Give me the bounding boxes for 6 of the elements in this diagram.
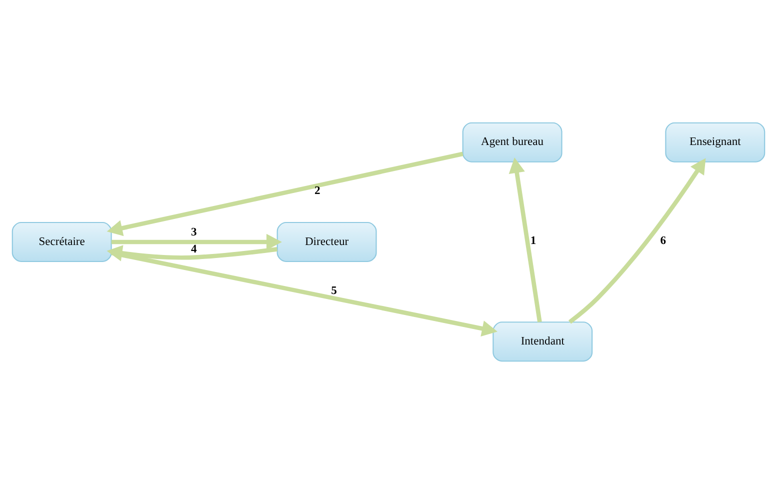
edge-label: 4 bbox=[191, 243, 197, 256]
edge-label: 6 bbox=[660, 234, 666, 247]
edge-label: 3 bbox=[191, 226, 197, 238]
edge-label: 1 bbox=[530, 234, 536, 247]
edge-label: 2 bbox=[314, 184, 320, 197]
edge-label: 5 bbox=[331, 284, 337, 296]
